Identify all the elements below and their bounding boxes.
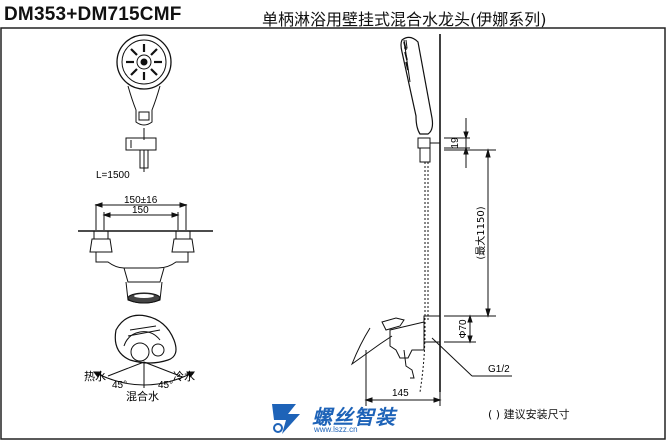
cold-water-label: 冷水 (173, 370, 195, 383)
dim-depth-label: 145 (392, 388, 409, 399)
border (0, 27, 666, 440)
handle-top-view (92, 314, 196, 388)
angle-left-label: 45° (112, 380, 127, 391)
logo-url: www.lszz.cn (314, 425, 358, 434)
shower-head-front (116, 34, 172, 172)
logo-text: 螺丝智装 (312, 405, 396, 429)
side-view (350, 34, 512, 406)
mixed-water-label: 混合水 (126, 389, 159, 403)
hose-length-label: L=1500 (96, 170, 130, 181)
dim-max-height-label: (最大1150) (474, 206, 487, 259)
dim-19-label: 19 (450, 137, 461, 149)
product-title: 单柄淋浴用壁挂式混合水龙头(伊娜系列) (262, 10, 547, 29)
thread-label: G1/2 (488, 364, 510, 375)
hot-water-label: 热水 (84, 370, 106, 383)
dim-inner-label: 150 (132, 205, 149, 216)
dim-outer-label: 150±16 (124, 195, 158, 206)
model-number: DM353+DM715CMF (4, 4, 182, 25)
angle-right-label: 45° (158, 380, 173, 391)
dim-diameter-label: Φ70 (458, 319, 469, 339)
mixer-front (78, 202, 213, 304)
brand-logo-icon (272, 404, 300, 434)
installation-note: ( ) 建议安装尺寸 (488, 408, 570, 421)
